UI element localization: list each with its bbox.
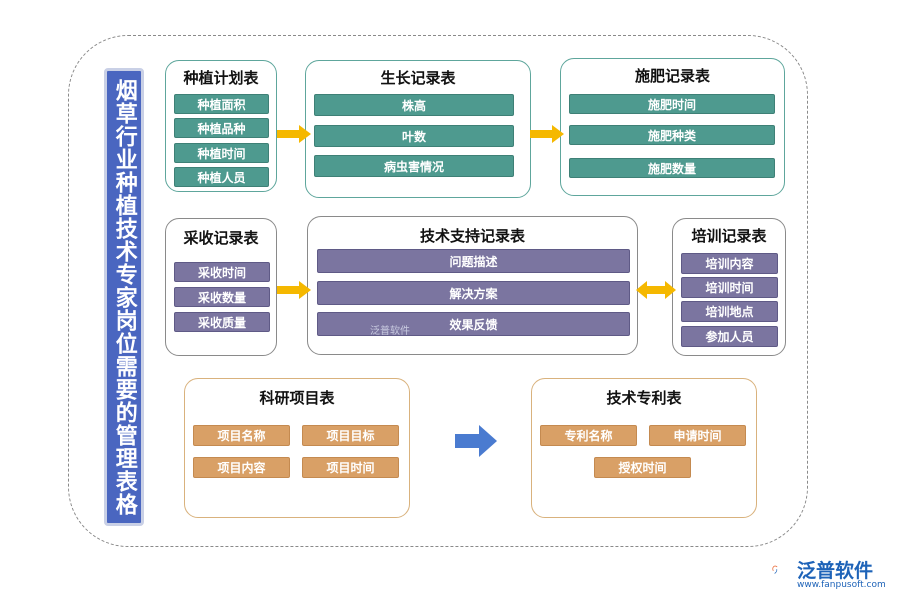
tech-support-item: 问题描述 — [317, 249, 630, 273]
training-item: 培训时间 — [681, 277, 778, 298]
logo-name: 泛普软件 — [797, 560, 874, 582]
planting-item: 种植面积 — [174, 94, 269, 114]
arrow-right-icon — [277, 125, 311, 143]
tech-support-item: 解决方案 — [317, 281, 630, 305]
growth-record-title: 生长记录表 — [380, 69, 456, 87]
double-arrow-icon — [636, 281, 676, 299]
planting-item: 种植人员 — [174, 167, 269, 187]
harvest-item: 采收质量 — [174, 312, 270, 332]
fertilize-item: 施肥时间 — [569, 94, 775, 114]
harvest-item: 采收数量 — [174, 287, 270, 307]
research-item: 项目目标 — [302, 425, 399, 446]
planting-plan-title: 种植计划表 — [183, 69, 259, 87]
research-project-box: 科研项目表 项目名称 项目目标 项目内容 项目时间 — [184, 378, 410, 518]
watermark: 泛普软件 — [370, 326, 410, 337]
research-item: 项目内容 — [193, 457, 290, 478]
planting-plan-box: 种植计划表 种植面积 种植品种 种植时间 种植人员 — [165, 60, 277, 192]
training-record-title: 培训记录表 — [691, 227, 767, 245]
logo-url[interactable]: www.fanpusoft.com — [797, 580, 886, 590]
research-item: 项目时间 — [302, 457, 399, 478]
planting-item: 种植品种 — [174, 118, 269, 138]
growth-record-box: 生长记录表 株高 叶数 病虫害情况 — [305, 60, 531, 198]
tech-support-item: 效果反馈 — [317, 312, 630, 336]
training-item: 培训内容 — [681, 253, 778, 274]
training-item: 培训地点 — [681, 301, 778, 322]
growth-item: 病虫害情况 — [314, 155, 514, 177]
tech-support-title: 技术支持记录表 — [419, 227, 525, 245]
fertilize-record-title: 施肥记录表 — [634, 67, 710, 85]
fertilize-item: 施肥种类 — [569, 125, 775, 145]
fanpu-logo-icon — [772, 565, 778, 574]
fertilize-record-box: 施肥记录表 施肥时间 施肥种类 施肥数量 — [560, 58, 785, 196]
arrow-right-icon — [455, 425, 497, 457]
planting-item: 种植时间 — [174, 143, 269, 163]
harvest-record-box: 采收记录表 采收时间 采收数量 采收质量 — [165, 218, 277, 356]
patent-title: 技术专利表 — [606, 389, 682, 407]
fertilize-item: 施肥数量 — [569, 158, 775, 178]
training-item: 参加人员 — [681, 326, 778, 347]
harvest-item: 采收时间 — [174, 262, 270, 282]
outer-dashed-frame — [68, 35, 808, 547]
growth-item: 叶数 — [314, 125, 514, 147]
arrow-right-icon — [277, 281, 311, 299]
tech-support-box: 技术支持记录表 问题描述 解决方案 效果反馈 — [307, 216, 638, 355]
patent-item: 授权时间 — [594, 457, 691, 478]
research-project-title: 科研项目表 — [259, 389, 335, 407]
patent-box: 技术专利表 专利名称 申请时间 授权时间 — [531, 378, 757, 518]
training-record-box: 培训记录表 培训内容 培训时间 培训地点 参加人员 — [672, 218, 786, 356]
patent-item: 专利名称 — [540, 425, 637, 446]
arrow-right-icon — [530, 125, 564, 143]
growth-item: 株高 — [314, 94, 514, 116]
patent-item: 申请时间 — [649, 425, 746, 446]
research-item: 项目名称 — [193, 425, 290, 446]
vertical-title: 烟草行业种植技术专家岗位需要的管理表格 — [104, 68, 144, 526]
harvest-record-title: 采收记录表 — [183, 229, 259, 247]
vertical-title-text: 烟草行业种植技术专家岗位需要的管理表格 — [111, 78, 137, 516]
